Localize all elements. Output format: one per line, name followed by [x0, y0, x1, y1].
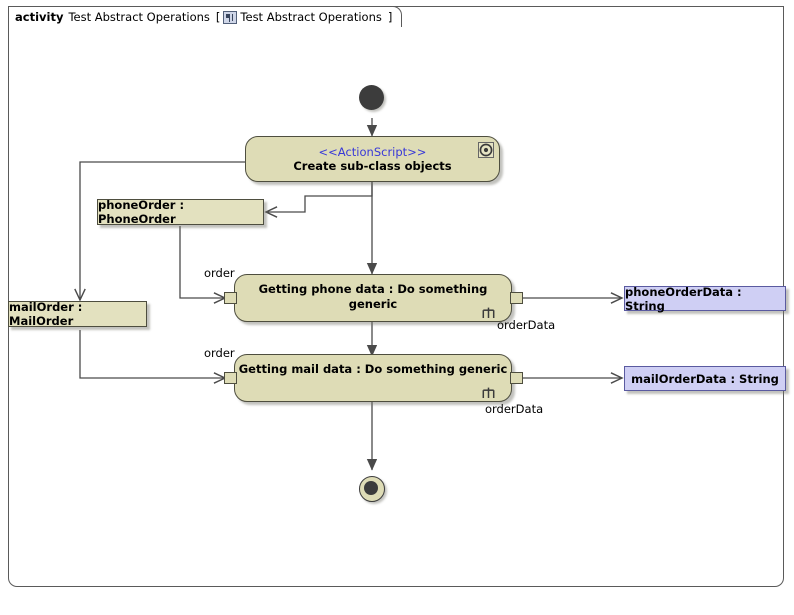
- activity-diagram-icon: [223, 10, 238, 24]
- edge-label-order-data-mail: orderData: [485, 402, 544, 416]
- action-getting-mail-data-title: Getting mail data : Do something generic: [238, 362, 508, 376]
- action-title: Create sub-class objects: [293, 158, 452, 173]
- data-node-phone-order-data[interactable]: phoneOrderData : String: [624, 284, 786, 313]
- rake-icon: [482, 304, 495, 318]
- edge-label-order-data-phone: orderData: [497, 318, 556, 332]
- action-getting-mail-data[interactable]: Getting mail data : Do something generic: [234, 354, 512, 402]
- frame-activity-name: Test Abstract Operations: [68, 10, 210, 24]
- initial-node[interactable]: [359, 85, 384, 110]
- object-node-mail-order[interactable]: mailOrder : MailOrder: [8, 300, 147, 328]
- activity-final-node[interactable]: [359, 476, 385, 502]
- object-node-phone-order[interactable]: phoneOrder : PhoneOrder: [97, 198, 264, 226]
- action-getting-phone-data-title: Getting phone data : Do something generi…: [258, 282, 488, 311]
- object-node-mail-order-label: mailOrder : MailOrder: [9, 300, 83, 328]
- frame-bracket-open: [: [215, 10, 221, 24]
- data-node-mail-order-data[interactable]: mailOrderData : String: [624, 366, 786, 391]
- action-create-sub-class-objects[interactable]: <<ActionScript>> Create sub-class object…: [245, 136, 500, 182]
- object-node-phone-order-label: phoneOrder : PhoneOrder: [98, 198, 185, 226]
- frame-bracket-close: ]: [387, 10, 393, 24]
- input-pin-phone-order[interactable]: [224, 292, 237, 304]
- input-pin-mail-order[interactable]: [224, 372, 237, 384]
- gear-icon[interactable]: [478, 142, 494, 158]
- data-node-phone-order-data-label: phoneOrderData : String: [625, 284, 742, 313]
- rake-icon: [482, 384, 495, 398]
- edge-label-order-phone: order: [204, 266, 235, 280]
- frame-header-tab: activity Test Abstract Operations [ Test…: [8, 6, 403, 27]
- frame-diagram-name: Test Abstract Operations: [240, 10, 382, 24]
- frame-keyword: activity: [15, 10, 64, 24]
- output-pin-mail-order-data[interactable]: [510, 372, 523, 384]
- edge-label-order-mail: order: [204, 346, 235, 360]
- action-getting-phone-data[interactable]: Getting phone data : Do something generi…: [234, 274, 512, 322]
- output-pin-phone-order-data[interactable]: [510, 292, 523, 304]
- action-stereotype: <<ActionScript>>: [318, 144, 427, 159]
- data-node-mail-order-data-label: mailOrderData : String: [631, 371, 779, 386]
